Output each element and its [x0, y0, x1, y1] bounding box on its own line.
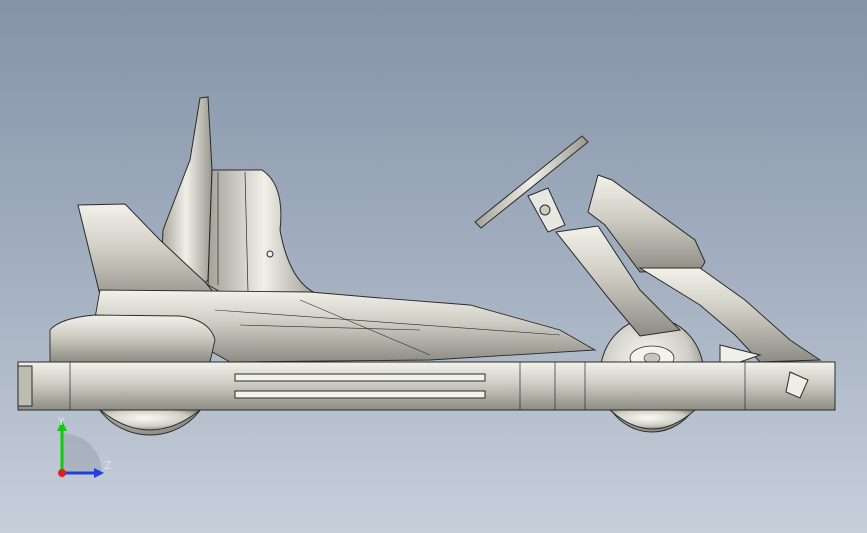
- triad-plane: [62, 433, 102, 473]
- z-axis-label: Z: [104, 459, 112, 472]
- axis-triad: Y Z: [57, 415, 112, 478]
- front-wheel-lower: [608, 409, 697, 430]
- seat: [159, 96, 321, 301]
- front-fairing: [587, 174, 822, 363]
- x-axis-dot: [58, 469, 66, 477]
- chassis-rail: [17, 361, 836, 411]
- steering-assembly: [474, 135, 682, 337]
- z-axis-arrow: [94, 468, 104, 478]
- rear-wheel-lower: [98, 409, 202, 431]
- side-body: [49, 289, 597, 363]
- y-axis-label: Y: [57, 415, 65, 428]
- y-axis-arrow: [57, 421, 67, 431]
